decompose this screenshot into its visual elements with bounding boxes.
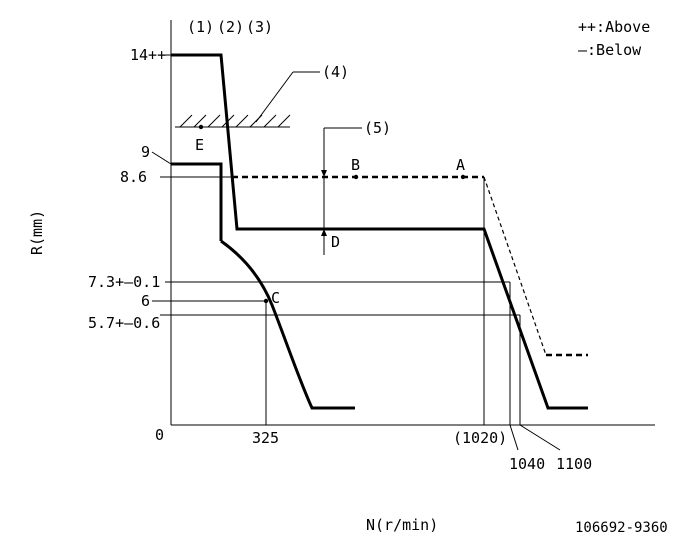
hatched-stop-limit	[175, 114, 291, 128]
y-tick-6: 6	[141, 292, 150, 310]
marker-4: (4)	[322, 63, 349, 81]
point-c-dot	[263, 298, 269, 304]
point-e-dot	[198, 124, 204, 130]
point-b-dot	[353, 174, 359, 180]
x-leader-1040	[509, 424, 519, 451]
marker-3: (3)	[246, 18, 273, 36]
point-b-label: B	[351, 156, 360, 174]
y-tick-5-7: 5.7+–0.6	[88, 314, 160, 332]
point-c-label: C	[271, 289, 280, 307]
y-tick-9-leader	[151, 151, 172, 165]
point-a-label: A	[456, 156, 465, 174]
marker-4-leader	[255, 71, 294, 123]
part-number: 106692-9360	[575, 520, 668, 536]
x-tick-1020: (1020)	[453, 429, 507, 447]
marker-5: (5)	[364, 119, 391, 137]
arrow-up-icon	[321, 229, 327, 236]
y-tick-0: 0	[155, 426, 164, 444]
main-curve-start	[171, 53, 588, 410]
y-tick-8-6: 8.6	[120, 168, 147, 186]
point-e-label: E	[195, 136, 204, 154]
start-curve	[171, 162, 223, 241]
y-tick-7-3: 7.3+–0.1	[88, 273, 160, 291]
y-tick-14: 14++	[130, 46, 166, 64]
y-axis-label: R(mm)	[28, 210, 46, 255]
legend-above: ++:Above	[578, 18, 650, 36]
dashed-droop	[483, 176, 547, 356]
start-curve-droop	[220, 239, 355, 410]
y-tick-9: 9	[141, 143, 150, 161]
marker-2: (2)	[217, 18, 244, 36]
x-tick-1040: 1040	[509, 455, 545, 473]
x-tick-1100: 1100	[556, 455, 592, 473]
marker-1: (1)	[187, 18, 214, 36]
x-leader-1100	[519, 424, 561, 451]
x-axis-label: N(r/min)	[366, 516, 438, 534]
point-d-label: D	[331, 233, 340, 251]
arrow-down-icon	[321, 170, 327, 177]
point-a-dot	[460, 174, 466, 180]
legend-below: —:Below	[578, 41, 642, 59]
x-tick-325: 325	[252, 429, 279, 447]
